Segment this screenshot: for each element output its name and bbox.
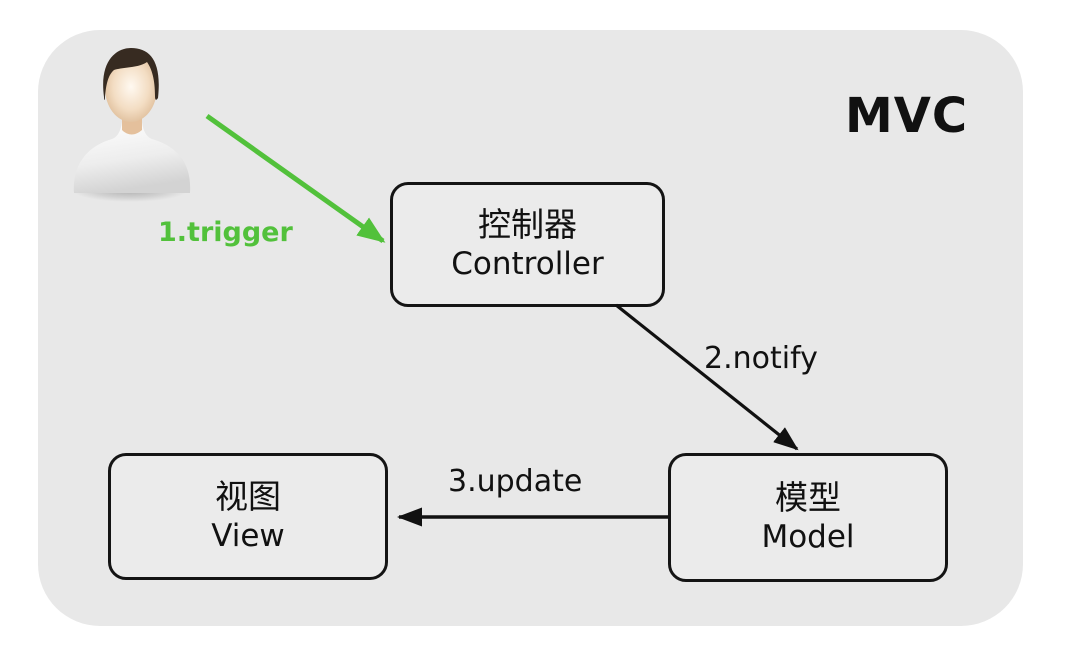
model-label-en: Model [761,518,855,555]
controller-label-en: Controller [451,245,604,282]
trigger-label: 1.trigger [158,217,293,248]
controller-label-zh: 控制器 [478,205,577,245]
node-view: 视图 View [108,453,388,580]
view-label-zh: 视图 [215,477,281,517]
diagram-title: MVC [845,88,969,144]
view-label-en: View [211,517,285,554]
update-label: 3.update [448,464,583,499]
node-model: 模型 Model [668,453,948,582]
node-controller: 控制器 Controller [390,182,665,307]
notify-label: 2.notify [704,341,818,376]
model-label-zh: 模型 [775,478,841,518]
